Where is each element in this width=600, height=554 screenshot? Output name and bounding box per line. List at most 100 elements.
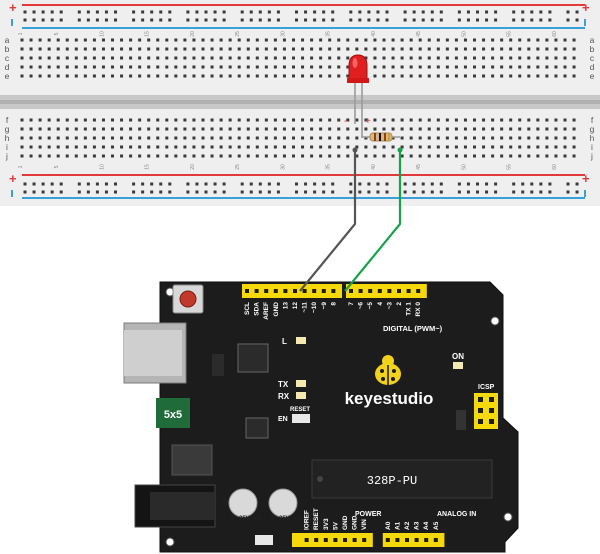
breadboard-hole [111, 136, 114, 140]
header-pin[interactable] [424, 538, 429, 542]
icsp-pin[interactable] [489, 397, 494, 402]
breadboard-hole [192, 154, 196, 158]
header-pin[interactable] [273, 289, 278, 293]
breadboard-hole [382, 56, 386, 60]
row-letter: c [590, 53, 595, 63]
header-pin[interactable] [362, 538, 367, 542]
rail-hole [421, 10, 425, 14]
header-pin[interactable] [254, 289, 259, 293]
header-pin[interactable] [405, 538, 409, 542]
header-pin[interactable] [331, 289, 336, 293]
breadboard-hole [192, 127, 196, 131]
breadboard-hole [138, 127, 142, 131]
svg-text:47: 47 [224, 498, 230, 505]
breadboard-hole [328, 65, 332, 69]
header-pin[interactable] [358, 289, 363, 293]
header-pin[interactable] [333, 538, 338, 542]
header-pin[interactable] [293, 289, 297, 293]
breadboard-hole [237, 118, 241, 122]
header-pin[interactable] [397, 289, 401, 293]
icsp-pin[interactable] [489, 408, 494, 413]
breadboard-hole [536, 47, 540, 51]
breadboard-hole [111, 47, 114, 51]
rail-hole [295, 182, 298, 186]
breadboard-hole [482, 38, 486, 42]
breadboard-hole [219, 136, 223, 140]
breadboard-hole [463, 56, 467, 60]
column-number: 10 [99, 31, 105, 37]
column-number: 20 [190, 164, 196, 170]
rail-hole [485, 18, 489, 22]
rail-hole [566, 18, 570, 22]
breadboard-hole [463, 136, 467, 140]
header-pin[interactable] [349, 289, 353, 293]
header-pin[interactable] [283, 289, 288, 293]
rail-hole [159, 10, 163, 14]
breadboard-hole [463, 145, 467, 149]
rail-hole [385, 190, 389, 194]
icsp-pin[interactable] [478, 408, 483, 413]
breadboard-hole [111, 38, 114, 42]
header-pin[interactable] [416, 289, 421, 293]
breadboard-hole [292, 154, 295, 158]
header-pin[interactable] [314, 538, 319, 542]
breadboard-hole [292, 74, 295, 78]
led-on-label: ON [452, 352, 464, 361]
header-pin[interactable] [343, 538, 347, 542]
breadboard-hole [246, 47, 250, 51]
header-pin[interactable] [385, 538, 390, 542]
icsp-pin[interactable] [489, 419, 494, 424]
header-pin[interactable] [321, 289, 326, 293]
breadboard-hole [454, 154, 458, 158]
header-pin[interactable] [352, 538, 357, 542]
breadboard-hole [273, 145, 277, 149]
rail-hole [494, 190, 498, 194]
rail-hole [104, 182, 108, 186]
breadboard-hole [264, 56, 268, 60]
header-pin[interactable] [368, 289, 373, 293]
breadboard-hole [554, 127, 558, 131]
icsp-pin[interactable] [478, 397, 483, 402]
header-pin-label: VIN [361, 519, 368, 530]
header-pin[interactable] [302, 289, 307, 293]
breadboard-hole [129, 65, 133, 69]
header-pin-label: SDA [254, 302, 261, 316]
rail-hole [150, 190, 154, 194]
breadboard-hole [56, 74, 60, 78]
reset-button-cap[interactable] [179, 290, 197, 308]
rail-hole [213, 182, 217, 186]
header-pin[interactable] [245, 289, 249, 293]
breadboard-hole [572, 56, 576, 60]
breadboard-hole [101, 118, 105, 122]
header-pin[interactable] [387, 289, 392, 293]
header-pin[interactable] [395, 538, 400, 542]
led-tx-label: TX [278, 380, 289, 389]
breadboard-hole [328, 56, 332, 60]
rail-hole [114, 190, 117, 194]
header-pin[interactable] [414, 538, 419, 542]
breadboard-hole [527, 136, 531, 140]
header-pin[interactable] [406, 289, 411, 293]
header-pin[interactable] [433, 538, 438, 542]
header-pin[interactable] [304, 538, 309, 542]
breadboard-hole [346, 136, 350, 140]
rail-hole [358, 182, 362, 186]
breadboard-hole [156, 47, 160, 51]
header-pin[interactable] [264, 289, 269, 293]
column-number: 15 [145, 164, 151, 170]
icsp-pin[interactable] [478, 419, 483, 424]
breadboard-hole [92, 127, 96, 131]
header-pin[interactable] [377, 289, 382, 293]
breadboard-hole [572, 145, 576, 149]
header-pin[interactable] [323, 538, 328, 542]
rail-minus-mark [584, 19, 586, 26]
breadboard-hole [129, 74, 133, 78]
breadboard-hole [255, 145, 259, 149]
breadboard-hole [563, 38, 567, 42]
header-pin-label: A5 [433, 521, 440, 530]
breadboard-hole [219, 118, 223, 122]
header-pin[interactable] [312, 289, 317, 293]
breadboard-hole [463, 127, 467, 131]
rail-hole [349, 18, 353, 22]
